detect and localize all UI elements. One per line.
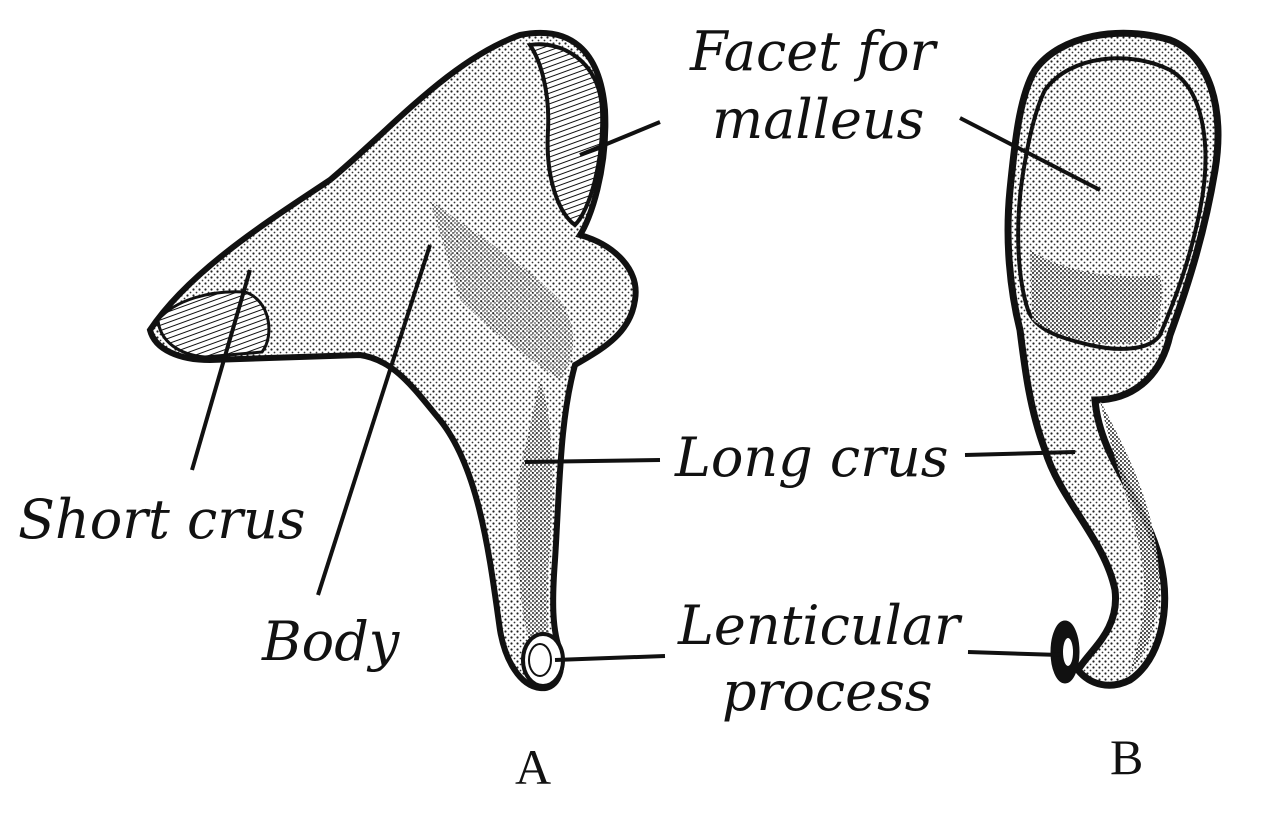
view-label-b: B [1110, 729, 1144, 785]
incus-view-b [1004, 29, 1222, 689]
incus-b-crus-shade [1100, 400, 1160, 672]
leader-lines [190, 116, 1101, 662]
leader-lenticular-b [967, 650, 1061, 657]
label-body: Body [262, 610, 400, 673]
incus-b-facet-shadow [1030, 250, 1162, 344]
leader-long-crus-a [524, 458, 661, 464]
view-label-a: A [515, 739, 552, 795]
incus-a-short-crus-tip [156, 290, 271, 359]
label-facet-for-malleus-line1: Facet for [690, 20, 936, 83]
leader-facet-a [579, 120, 661, 157]
label-short-crus: Short crus [18, 488, 306, 551]
label-long-crus: Long crus [675, 426, 949, 489]
leader-short-crus [190, 269, 252, 471]
incus-a-long-crus-shade [517, 380, 553, 660]
incus-a-facet [526, 42, 605, 228]
label-lenticular-process-line2: process [722, 660, 933, 723]
leader-body [316, 244, 432, 596]
leader-facet-b [959, 116, 1101, 192]
incus-a-body-shadow [430, 200, 574, 380]
leader-long-crus-b [964, 450, 1076, 457]
leader-lenticular-a [554, 654, 666, 662]
label-lenticular-process-line1: Lenticular [678, 594, 960, 657]
label-facet-for-malleus-line2: malleus [712, 88, 925, 151]
